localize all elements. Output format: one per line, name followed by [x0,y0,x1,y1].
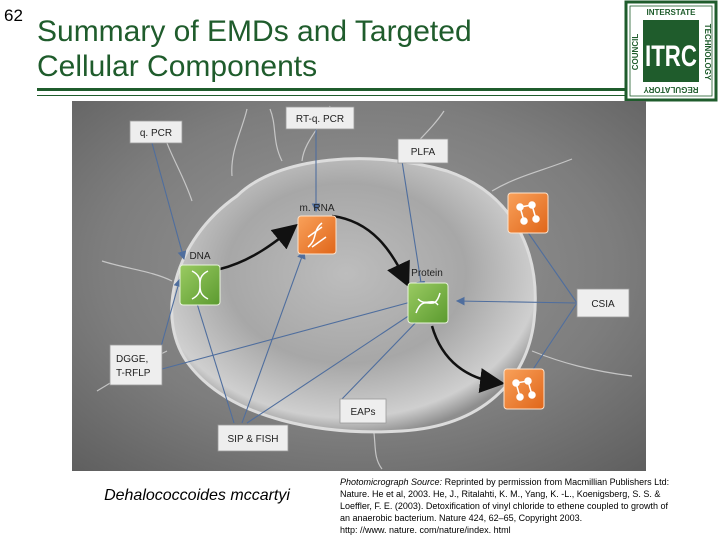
slide-title-line-1: Summary of EMDs and Targeted [37,15,472,48]
mrna-strand-icon [307,222,327,248]
tool-qpcr-label: q. PCR [140,128,172,139]
component-dna: DNA [179,251,221,306]
pathway-arrows [219,214,505,393]
molecule-upper [507,192,549,234]
tool-sip-fish: SIP & FISH [217,424,289,452]
logo-mark-panel [643,20,699,82]
tool-qpcr: q. PCR [129,120,183,144]
slide-title-line-2: Cellular Components [37,50,318,83]
citation-label: Photomicrograph Source: [340,477,443,487]
tool-dgge-label-line-1: DGGE, [116,354,148,365]
citation-line-2: Nature. He et al, 2003. He, J., Ritalaht… [340,489,661,499]
protein-fold-icon [415,292,441,314]
molecule-lower-icon [512,377,536,401]
method-arrows [151,129,578,424]
tool-csia-label: CSIA [591,299,615,310]
tool-eaps: EAPs [339,398,387,424]
tool-plfa: PLFA [397,138,449,164]
tool-eaps-label: EAPs [350,407,375,418]
logo-bottom-text: REGULATORY [643,85,699,94]
tool-dgge: DGGE, T-RFLP [109,344,163,386]
slide-number: 62 [4,6,23,25]
tool-plfa-label: PLFA [411,147,436,158]
dna-helix-icon [191,270,209,300]
emd-diagram: q. PCR RT-q. PCR PLFA CSIA DGGE, T-RFLP … [72,101,646,471]
tool-rtqpcr: RT-q. PCR [285,106,355,130]
slide-title: Summary of EMDs and Targeted Cellular Co… [37,14,597,84]
photo-source-citation: Photomicrograph Source: Reprinted by per… [340,476,712,536]
component-mrna-label: m. RNA [300,203,335,214]
molecule-lower [503,368,545,410]
citation-line-4: an anaerobic bacterium. Nature 424, 62–6… [340,513,583,523]
logo-mark: ITRC [645,40,697,73]
title-rule-thick [37,88,625,91]
species-caption: Dehalococcoides mccartyi [104,487,290,504]
logo-left-text: COUNCIL [631,34,640,71]
logo-top-text: INTERSTATE [646,8,696,17]
citation-line-3: Loeffler, F. E. (2003). Detoxification o… [340,501,669,511]
component-dna-label: DNA [189,251,210,262]
citation-line-1: Photomicrograph Source: Reprinted by per… [340,476,712,488]
citation-line-5: http: //www. nature. com/nature/index. h… [340,525,511,535]
component-mrna: m. RNA [297,203,337,255]
molecule-upper-icon [516,201,540,225]
component-protein: Protein [407,268,449,324]
tool-rtqpcr-label: RT-q. PCR [296,114,344,125]
itrc-logo: INTERSTATE REGULATORY COUNCIL TECHNOLOGY… [624,0,718,102]
title-rule-thin [37,95,625,96]
tool-dgge-label-line-2: T-RFLP [116,368,151,379]
tool-sip-fish-label: SIP & FISH [228,434,279,445]
citation-text-1: Reprinted by permission from Macmillian … [442,477,670,487]
component-protein-label: Protein [411,268,443,279]
logo-right-text: TECHNOLOGY [703,24,712,81]
tool-csia: CSIA [576,288,630,318]
